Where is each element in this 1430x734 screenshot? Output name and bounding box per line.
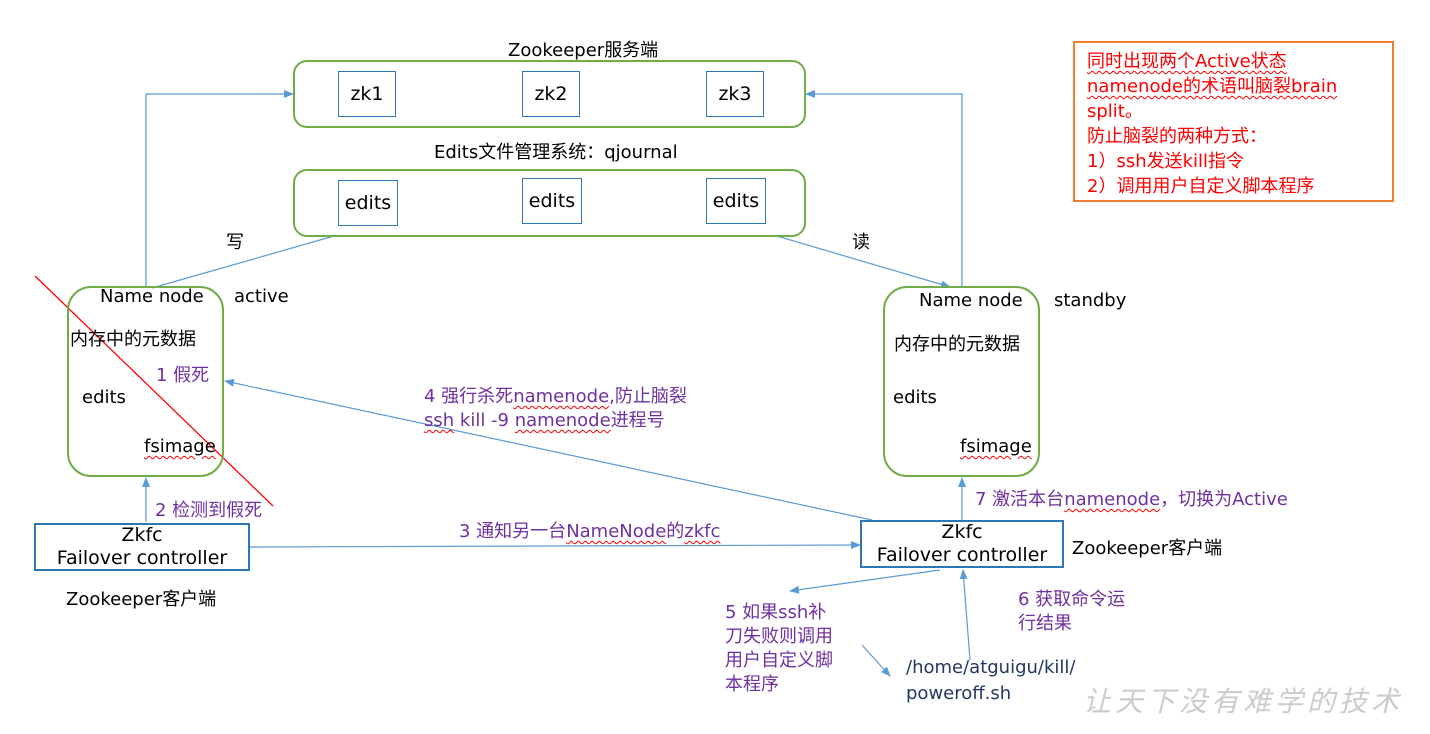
standby-to-zk-arrow	[805, 90, 963, 286]
note-line-5: 1）ssh发送kill指令	[1087, 151, 1245, 172]
standby-metadata-label: 内存中的元数据	[894, 334, 1020, 355]
read-label: 读	[852, 232, 870, 253]
result-arrow	[959, 569, 971, 661]
right-zk-client-label: Zookeeper客户端	[1072, 538, 1223, 559]
note-line-2: namenode的术语叫脑裂brain	[1087, 76, 1338, 97]
edits-node-3: edits	[706, 178, 766, 224]
fallback-arrow	[789, 569, 941, 594]
step-4-line-2: ssh kill -9 namenode进程号	[424, 410, 665, 431]
active-state-label: active	[234, 286, 289, 307]
dead-strike-line	[34, 275, 274, 507]
script-path: /home/atguigu/kill/ poweroff.sh	[906, 657, 1076, 704]
zk-server-title: Zookeeper服务端	[508, 40, 659, 61]
standby-namenode-name: Name node	[919, 290, 1023, 311]
step-7-label: 7 激活本台namenode，切换为Active	[975, 489, 1288, 510]
standby-namenode-box	[883, 286, 1040, 477]
step-4-line-1: 4 强行杀死namenode,防止脑裂	[424, 386, 687, 407]
note-line-6: 2）调用用户自定义脚本程序	[1087, 176, 1315, 197]
script-arrow	[861, 644, 891, 677]
zk-node-1: zk1	[338, 71, 396, 117]
zk-node-3: zk3	[706, 71, 764, 117]
active-edits-label: edits	[82, 387, 126, 408]
active-namenode-box	[67, 286, 224, 477]
note-line-1: 同时出现两个Active状态	[1087, 51, 1287, 72]
notify-arrow	[249, 541, 861, 550]
zk-node-2: zk2	[522, 71, 580, 117]
left-zk-client-label: Zookeeper客户端	[66, 589, 217, 610]
standby-edits-label: edits	[893, 387, 937, 408]
step-6-label: 6 获取命令运 行结果	[1018, 589, 1126, 634]
note-line-3: split。	[1087, 101, 1143, 122]
standby-state-label: standby	[1054, 290, 1127, 311]
active-fsimage-label: fsimage	[144, 436, 216, 457]
step-5-label: 5 如果ssh补 刀失败则调用 用户自定义脚 本程序	[725, 602, 833, 695]
write-label: 写	[226, 232, 244, 253]
edits-node-2: edits	[522, 178, 582, 224]
standby-fsimage-label: fsimage	[960, 436, 1032, 457]
right-zkfc-box: Zkfc Failover controller	[860, 520, 1064, 568]
watermark: 让天下没有难学的技术	[1083, 685, 1404, 718]
edits-system-title: Edits文件管理系统：qjournal	[434, 142, 678, 163]
kill-arrow	[224, 378, 873, 521]
split-brain-note: 同时出现两个Active状态 namenode的术语叫脑裂brain split…	[1073, 41, 1394, 202]
active-to-zk-arrow	[145, 90, 294, 286]
step-1-label: 1 假死	[156, 365, 210, 386]
edits-node-1: edits	[338, 180, 398, 226]
active-metadata-label: 内存中的元数据	[70, 329, 196, 350]
left-zkfc-box: Zkfc Failover controller	[34, 523, 250, 571]
active-namenode-name: Name node	[100, 286, 204, 307]
step-3-label: 3 通知另一台NameNode的zkfc	[459, 521, 721, 542]
step-2-label: 2 检测到假死	[155, 500, 263, 521]
note-line-4: 防止脑裂的两种方式：	[1087, 126, 1267, 147]
